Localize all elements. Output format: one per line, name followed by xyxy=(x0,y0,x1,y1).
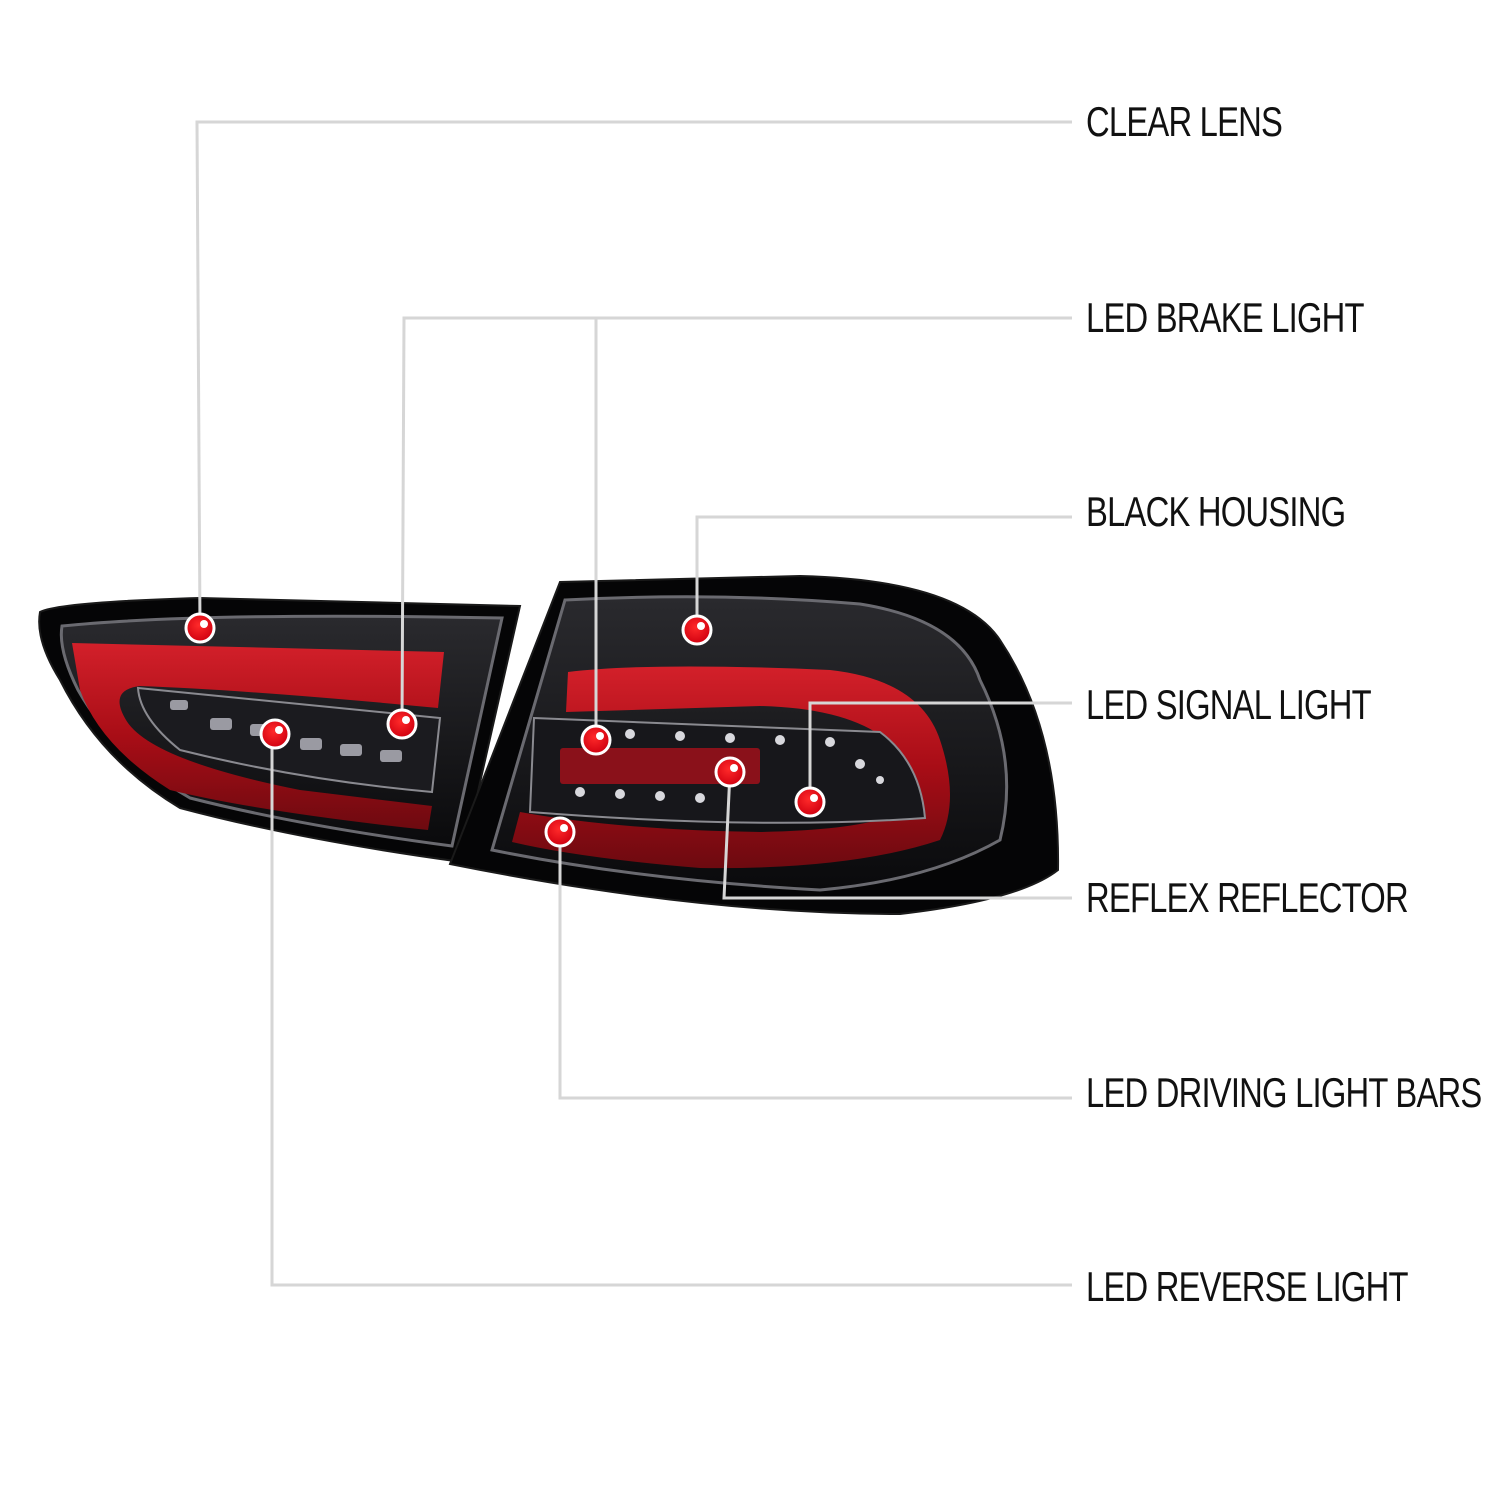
label-clear-lens: CLEAR LENS xyxy=(1086,98,1283,145)
label-led-brake-light: LED BRAKE LIGHT xyxy=(1086,294,1365,341)
label-led-signal-light: LED SIGNAL LIGHT xyxy=(1086,681,1372,728)
callout-markers xyxy=(184,612,826,848)
inner-led-cluster xyxy=(575,729,884,803)
marker-brake-outer-icon xyxy=(386,708,418,740)
marker-black-housing-icon xyxy=(681,614,713,646)
marker-brake-inner-icon xyxy=(580,724,612,756)
reflex-reflector-element xyxy=(560,748,760,784)
leader-reflector xyxy=(722,771,1072,900)
marker-reflector-icon xyxy=(714,756,746,788)
leader-driving-bars xyxy=(558,832,1072,1100)
marker-clear-lens-icon xyxy=(184,612,216,644)
inner-lamp xyxy=(448,574,1060,916)
outer-brake-bar xyxy=(72,643,444,830)
leader-clear-lens xyxy=(195,120,1072,629)
leader-signal xyxy=(808,701,1072,800)
marker-driving-bars-icon xyxy=(544,816,576,848)
leader-lines xyxy=(195,120,1072,1287)
leader-black-housing xyxy=(695,515,1072,630)
marker-reverse-icon xyxy=(259,718,291,750)
marker-signal-icon xyxy=(794,786,826,818)
label-led-reverse-light: LED REVERSE LIGHT xyxy=(1086,1263,1409,1310)
leader-brake-outer xyxy=(400,316,1072,725)
label-reflex-reflector: REFLEX REFLECTOR xyxy=(1086,874,1409,921)
label-led-driving-light-bars: LED DRIVING LIGHT BARS xyxy=(1086,1069,1482,1116)
leader-reverse xyxy=(270,734,1072,1287)
label-black-housing: BLACK HOUSING xyxy=(1086,488,1346,535)
inner-driving-light-bar xyxy=(512,666,950,869)
